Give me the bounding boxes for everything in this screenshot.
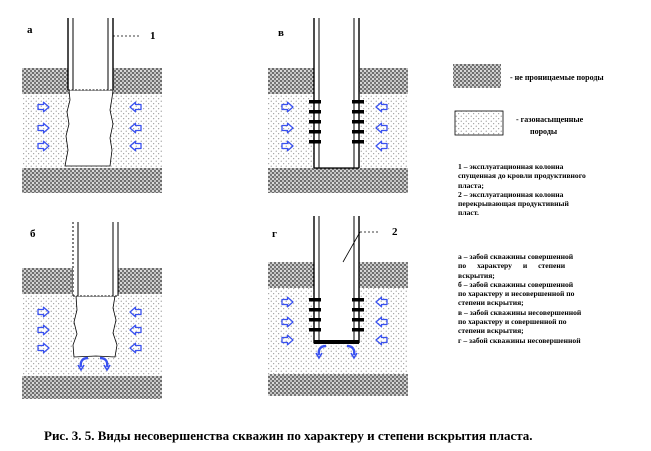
perforations: [309, 298, 364, 332]
note-1-line2: спущенная до кровли продуктивного: [458, 171, 586, 181]
perforations: [309, 100, 364, 144]
definitions-block: а – забой скважины совершенной по характ…: [458, 252, 648, 345]
panel-a-label: а: [27, 24, 33, 36]
impermeable-layer-bottom: [22, 168, 162, 193]
note-2-line1: 2 – эксплуатационная колонна: [458, 189, 564, 199]
def-v-line2: по характеру и совершенной по: [458, 317, 567, 327]
legend-swatch-impermeable: [453, 64, 501, 88]
legend-gas-label-line1: - газонасыщенные: [516, 115, 584, 124]
marker-2-label: 2: [392, 226, 398, 238]
marker-2-leader: [342, 231, 361, 263]
def-b-line1: б – забой скважины совершенной: [458, 279, 574, 289]
def-a-line2: по характеру и степени: [458, 261, 566, 271]
def-a-line3: вскрытия;: [458, 270, 495, 280]
casing-string: [68, 18, 113, 90]
panel-g: [268, 216, 408, 396]
impermeable-layer-bottom: [268, 374, 408, 396]
note-2-line3: пласт.: [458, 208, 479, 218]
def-v-line1: в – забой скважины несовершенной: [458, 307, 582, 317]
panel-b: [22, 222, 162, 399]
panel-v-label: в: [278, 27, 284, 39]
panel-a: [22, 18, 162, 193]
legend-gas-label-line2: породы: [530, 127, 558, 136]
panel-v: [268, 18, 408, 193]
def-v-line3: степени вскрытия;: [458, 326, 524, 336]
note-1-line1: 1 – эксплуатационная колонна: [458, 162, 564, 171]
legend-swatch-gas-saturated: [454, 110, 504, 136]
well-bottom-plug: [314, 340, 359, 344]
impermeable-layer-bottom: [22, 376, 162, 399]
def-b-line2: по характеру и несовершенной по: [458, 289, 575, 299]
marker-1-label: 1: [150, 30, 156, 42]
legend-impermeable-label: - не проницаемые породы: [510, 73, 604, 82]
def-a-line1: а – забой скважины совершенной: [458, 252, 574, 261]
panel-g-label: г: [272, 228, 277, 240]
open-borehole: [72, 295, 118, 358]
note-2-line2: перекрывающая продуктивный: [458, 199, 569, 209]
def-g-line1: г – забой скважины несовершенной: [458, 335, 581, 345]
panel-b-label: б: [30, 228, 36, 240]
def-b-line3: степени вскрытия;: [458, 298, 524, 308]
casing-string: [314, 216, 359, 343]
figure-caption: Рис. 3. 5. Виды несовершенства скважин п…: [44, 428, 533, 443]
notes-block: 1 – эксплуатационная колонна спущенная д…: [458, 162, 648, 218]
casing-string: [314, 18, 359, 168]
casing-string: [73, 222, 118, 296]
impermeable-layer-bottom: [268, 168, 408, 193]
note-1-line3: пласта;: [458, 180, 484, 190]
open-borehole: [64, 89, 114, 167]
